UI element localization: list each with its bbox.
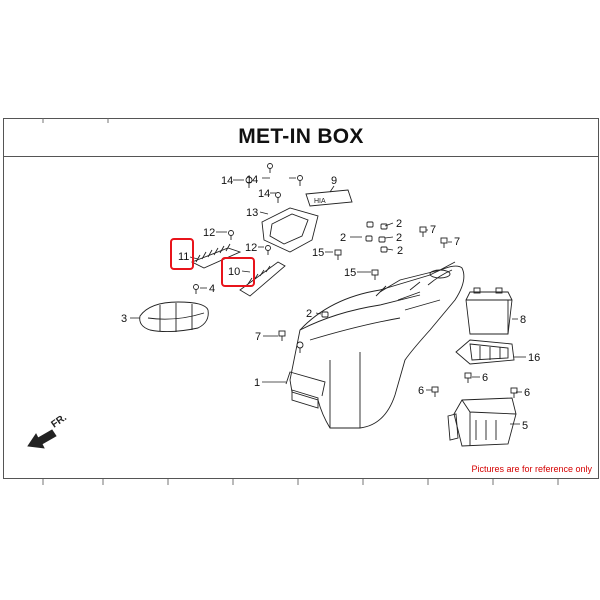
- callout-4: 4: [209, 283, 215, 295]
- bolt-7c: [278, 330, 286, 341]
- front-direction-arrow: FR.: [27, 412, 69, 449]
- screw-12b: [265, 245, 271, 255]
- callout-2b: 2: [396, 218, 402, 230]
- rubber-mat-part-10: [239, 261, 286, 297]
- bolt-14a: [245, 176, 253, 188]
- bolt-14d: [297, 175, 303, 186]
- callout-3: 3: [121, 313, 127, 325]
- title-bar: MET-IN BOX: [4, 119, 598, 157]
- callout-7b: 7: [454, 236, 460, 248]
- page-title: MET-IN BOX: [238, 125, 364, 148]
- callout-1: 1: [254, 377, 260, 389]
- callout-12b: 12: [245, 242, 257, 254]
- callout-9: 9: [331, 175, 337, 187]
- callout-8: 8: [520, 314, 526, 326]
- callout-12a: 12: [203, 227, 215, 239]
- reference-footnote: Pictures are for reference only: [471, 464, 592, 474]
- leader-lines: [130, 177, 526, 425]
- front-label: FR.: [49, 412, 69, 430]
- bolt-14c: [275, 192, 281, 203]
- plate-label: HIA: [314, 198, 326, 205]
- highlight-callout-11: [170, 238, 194, 270]
- callout-6b: 6: [418, 385, 424, 397]
- battery-part: [465, 287, 513, 335]
- callout-14b: 14: [246, 174, 258, 186]
- callout-16: 16: [528, 352, 540, 364]
- callout-2d: 2: [397, 245, 403, 257]
- callout-14a: 14: [221, 175, 233, 187]
- callout-2c: 2: [396, 232, 402, 244]
- callout-6c: 6: [524, 387, 530, 399]
- callout-13: 13: [246, 207, 258, 219]
- callout-7c: 7: [255, 331, 261, 343]
- battery-case-part: [447, 397, 517, 447]
- screw-12a: [228, 230, 234, 240]
- callout-10: 10: [228, 266, 240, 278]
- battery-cover-part: [455, 339, 515, 365]
- frame-ticks: [42, 118, 559, 485]
- callout-2e: 2: [306, 308, 312, 320]
- bolt-15b: [371, 269, 379, 280]
- highlight-callout-10: [221, 257, 255, 287]
- rear-cover-part: [139, 301, 209, 333]
- highlight-boxes: [170, 238, 255, 287]
- bolt-7a: [419, 226, 427, 237]
- callout-5: 5: [522, 420, 528, 432]
- callout-15a: 15: [312, 247, 324, 259]
- callout-labels: 14 14 14 9 13 12 12 11 10 4 3 2 2 2 2 2 …: [121, 174, 540, 432]
- callout-6a: 6: [482, 372, 488, 384]
- callout-7a: 7: [430, 224, 436, 236]
- diagram-frame: MET-IN BOX Pictures are for reference on…: [3, 118, 599, 479]
- plate-part-9: HIA: [305, 189, 353, 207]
- callout-14c: 14: [258, 188, 270, 200]
- bolt-6c: [510, 387, 518, 398]
- screw-4: [193, 284, 199, 294]
- bracket-part-13: [261, 207, 319, 253]
- met-in-box-part: [285, 261, 465, 429]
- hardware-parts: [193, 163, 518, 398]
- callout-11: 11: [178, 251, 189, 263]
- bolt-14b: [267, 163, 273, 173]
- bolt-6b: [431, 386, 439, 397]
- callout-15b: 15: [344, 267, 356, 279]
- bolt-6a: [464, 372, 472, 383]
- rubber-mat-part-11: [190, 243, 242, 269]
- bolt-7b: [440, 237, 448, 248]
- callout-2a: 2: [340, 232, 346, 244]
- bolt-15a: [334, 249, 342, 260]
